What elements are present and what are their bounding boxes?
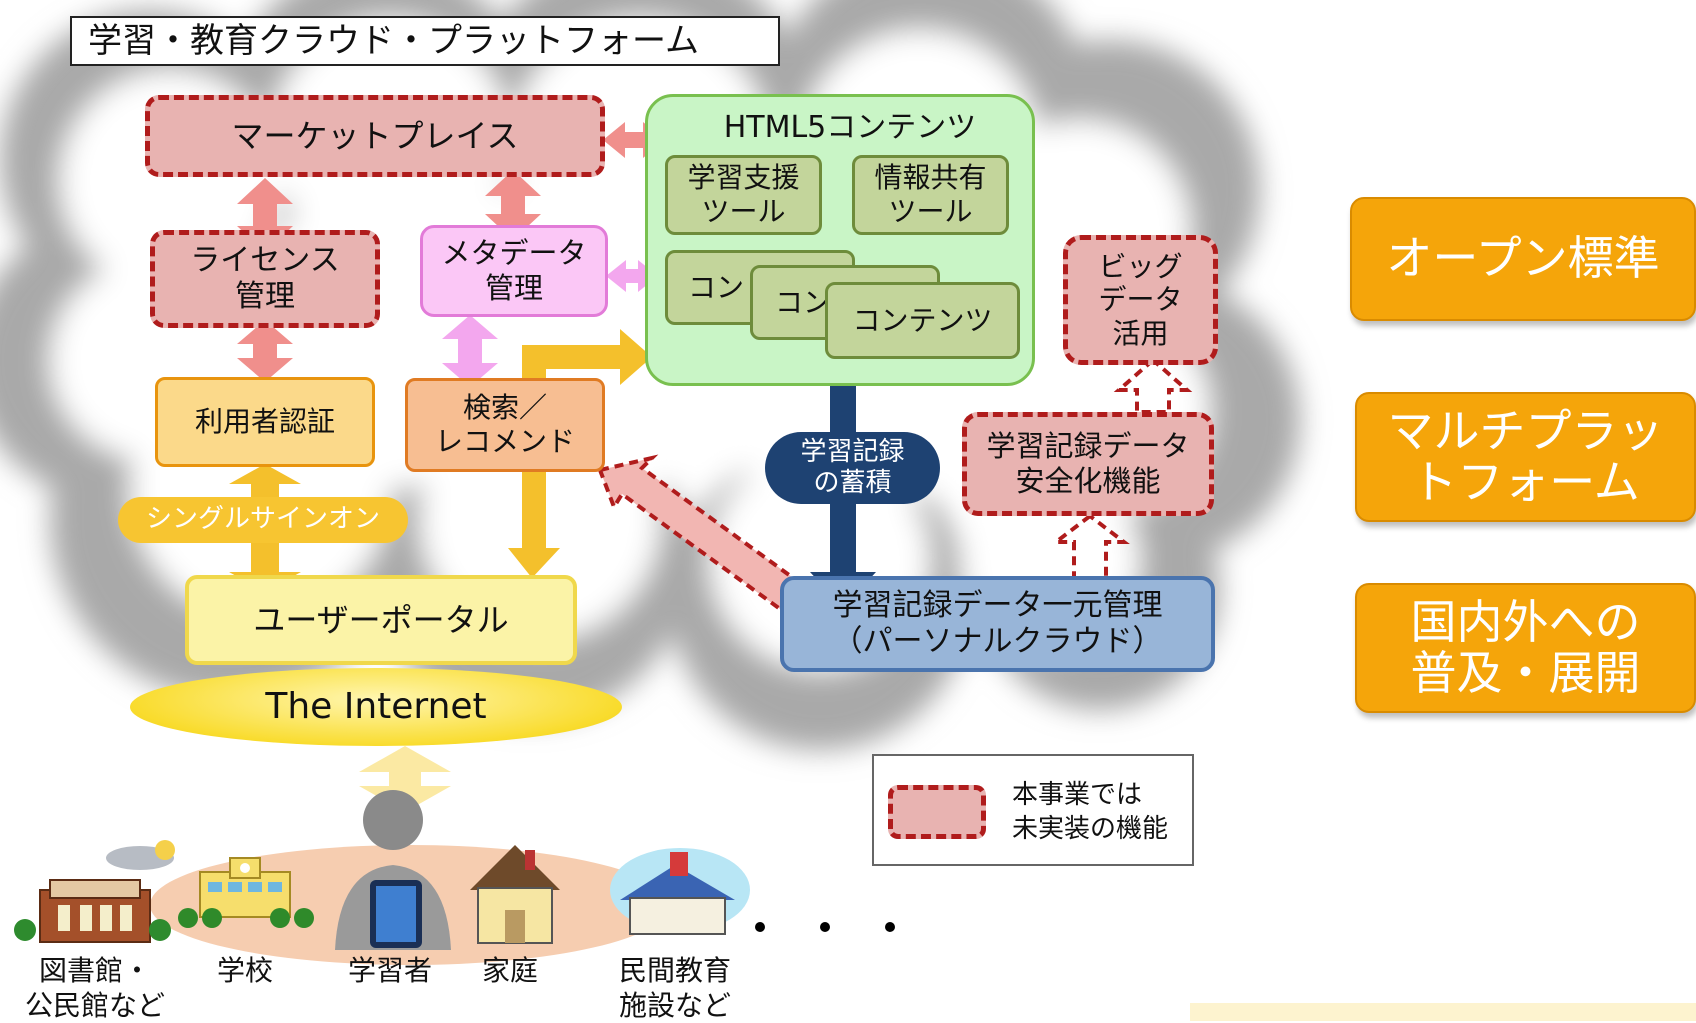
diagram-title: 学習・教育クラウド・プラットフォーム xyxy=(70,16,780,66)
private-facility-label: 民間教育 施設など xyxy=(610,953,740,1023)
home-label: 家庭 xyxy=(481,954,538,987)
info-sharing-tool-box: 情報共有 ツール xyxy=(852,155,1009,235)
house-illustration xyxy=(470,845,560,944)
library-illustration xyxy=(14,840,175,943)
bigdata-line1: ビッグ xyxy=(1098,249,1183,283)
content-card-front: コンテンツ xyxy=(825,282,1020,359)
user-auth-box: 利用者認証 xyxy=(155,377,375,467)
private-label-line2: 施設など xyxy=(618,989,731,1022)
legend-swatch xyxy=(888,785,986,839)
big-data-box: ビッグ データ 活用 xyxy=(1063,235,1218,365)
user-portal-box: ユーザーポータル xyxy=(185,575,577,665)
metadata-label-line2: 管理 xyxy=(484,271,543,305)
legend-line2: 未実装の機能 xyxy=(1012,814,1169,844)
content-card-back-label: コン xyxy=(688,270,745,304)
accum-line1: 学習記録 xyxy=(800,436,905,467)
multi-platform-box: マルチプラッ トフォーム xyxy=(1355,392,1696,522)
search-label-line2: レコメンド xyxy=(434,425,575,458)
library-label-line2: 公民館など xyxy=(24,989,165,1022)
spread-line2: 普及・展開 xyxy=(1410,646,1641,700)
bigdata-line3: 活用 xyxy=(1112,316,1169,350)
learner-label: 学習者 xyxy=(347,954,432,987)
school-label: 学校 xyxy=(216,954,273,987)
marketplace-label: マーケットプレイス xyxy=(231,116,519,155)
sso-badge: シングルサインオン xyxy=(118,497,408,543)
arrow-market-meta xyxy=(485,170,541,240)
tool1-line2: ツール xyxy=(701,195,786,228)
metadata-label-line1: メタデータ xyxy=(441,236,587,271)
open-standard-label: オープン標準 xyxy=(1386,231,1660,286)
internet-label: The Internet xyxy=(265,686,487,728)
secure-line1: 学習記録データ xyxy=(986,429,1190,464)
spread-box: 国内外への 普及・展開 xyxy=(1355,583,1696,713)
multi-line1: マルチプラッ xyxy=(1387,404,1664,459)
multi-line2: トフォーム xyxy=(1411,455,1640,509)
license-label-line1: ライセンス xyxy=(190,243,340,278)
metadata-box: メタデータ 管理 xyxy=(420,225,608,317)
content-card-middle-label: コン xyxy=(775,285,832,319)
content-card-front-label: コンテンツ xyxy=(852,303,993,337)
search-recommend-box: 検索／ レコメンド xyxy=(405,378,605,472)
user-auth-label: 利用者認証 xyxy=(194,405,335,439)
record-security-box: 学習記録データ 安全化機能 xyxy=(962,412,1214,516)
ellipsis-dots xyxy=(755,922,895,932)
learning-support-tool-box: 学習支援 ツール xyxy=(665,155,822,235)
legend-text: 本事業では 未実装の機能 xyxy=(1012,778,1192,848)
personal-line1: 学習記録データ一元管理 xyxy=(832,588,1163,623)
partial-bottom-box xyxy=(1190,1003,1696,1021)
record-accumulation-badge: 学習記録 の蓄積 xyxy=(765,432,940,504)
tool2-line2: ツール xyxy=(888,195,973,228)
secure-line2: 安全化機能 xyxy=(1015,464,1161,498)
spread-line1: 国内外への xyxy=(1410,595,1641,650)
arrow-license-auth xyxy=(237,320,293,382)
license-box: ライセンス 管理 xyxy=(150,230,380,328)
school-illustration xyxy=(178,857,314,928)
marketplace-box: マーケットプレイス xyxy=(145,95,605,177)
library-label-line1: 図書館・ xyxy=(38,954,151,987)
tool1-line1: 学習支援 xyxy=(687,161,800,195)
legend-line1: 本事業では xyxy=(1012,780,1143,810)
learner-illustration xyxy=(335,790,451,950)
arrow-meta-search xyxy=(442,315,498,387)
open-standard-box: オープン標準 xyxy=(1350,197,1696,321)
internet-ellipse: The Internet xyxy=(130,668,622,746)
sso-label: シングルサインオン xyxy=(145,504,380,535)
bigdata-line2: データ xyxy=(1098,283,1183,317)
library-label: 図書館・ 公民館など xyxy=(15,953,175,1023)
personal-line2: （パーソナルクラウド） xyxy=(832,624,1163,659)
personal-cloud-box: 学習記録データ一元管理 （パーソナルクラウド） xyxy=(780,576,1215,672)
tool2-line1: 情報共有 xyxy=(874,161,987,195)
user-portal-label: ユーザーポータル xyxy=(253,600,509,639)
accum-line2: の蓄積 xyxy=(813,468,892,498)
private-label-line1: 民間教育 xyxy=(618,954,731,987)
private-facility-illustration xyxy=(610,848,750,935)
html5-contents-title: HTML5コンテンツ xyxy=(723,110,977,145)
search-label-line1: 検索／ xyxy=(462,391,547,425)
license-label-line2: 管理 xyxy=(235,279,295,314)
